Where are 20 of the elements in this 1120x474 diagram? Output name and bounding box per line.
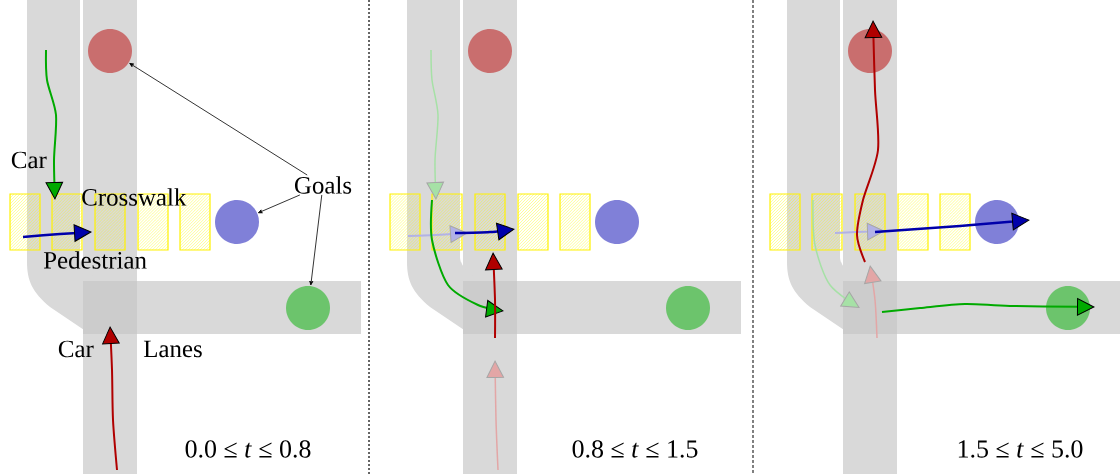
time-range-label: 0.8 ≤ t ≤ 1.5: [572, 440, 698, 458]
agent-label: Pedestrian: [43, 251, 147, 269]
crosswalk-label: Crosswalk: [82, 188, 187, 206]
goal-circle: [286, 286, 330, 330]
agent-label: Car: [11, 151, 47, 169]
time-range-label: 0.0 ≤ t ≤ 0.8: [185, 440, 311, 458]
goals-label: Goals: [294, 176, 352, 194]
goal-circle: [595, 200, 639, 244]
lanes-label: Lanes: [143, 340, 202, 358]
time-range-label: 1.5 ≤ t ≤ 5.0: [958, 440, 1083, 458]
goal-circle: [975, 200, 1019, 244]
goal-circle: [88, 29, 132, 73]
agent-label: Car: [58, 340, 94, 358]
goal-circle: [666, 286, 710, 330]
goal-circle: [468, 29, 512, 73]
leader-line: [129, 62, 308, 176]
goal-circle: [215, 200, 259, 244]
goal-circle: [848, 29, 892, 73]
leader-line: [257, 194, 301, 214]
leader-line: [309, 194, 323, 286]
